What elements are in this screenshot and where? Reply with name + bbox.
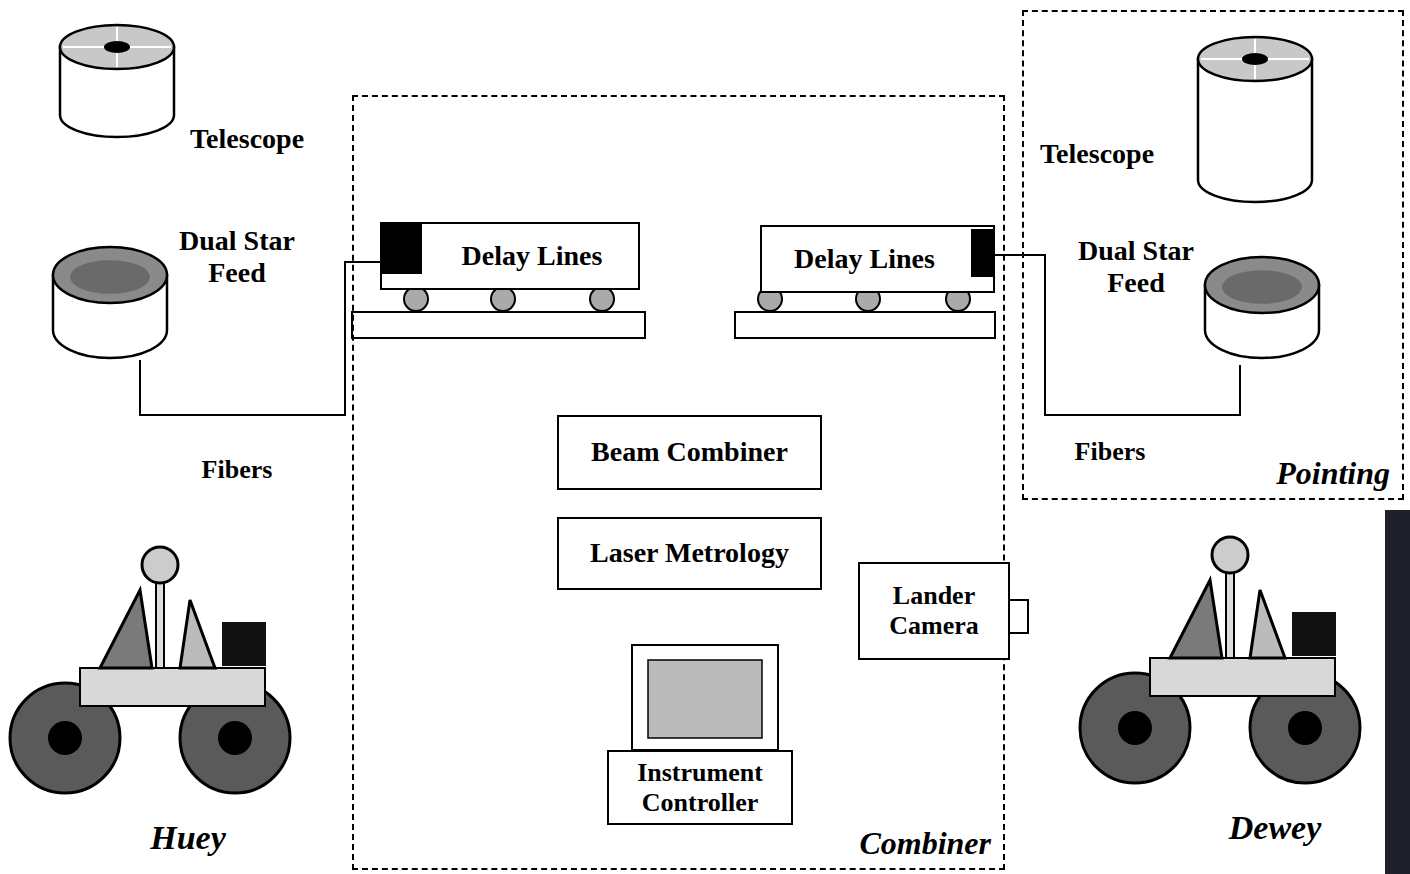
controller-box: Instrument Controller (607, 750, 793, 825)
delay-line-box: Delay Lines (760, 225, 995, 293)
node-text: Beam Combiner (585, 436, 794, 468)
component-box: Laser Metrology (557, 517, 822, 590)
node-text: Delay Lines (456, 240, 609, 272)
region-box: Combiner Delay Lines Delay LinesBeam Combi… (352, 95, 1005, 870)
rover-illustration (10, 547, 290, 793)
telescope-node: Telescope (1035, 14, 1320, 219)
node-text: Telescope (190, 123, 304, 155)
feed-aperture (1222, 270, 1302, 304)
node-text: Telescope (1040, 138, 1154, 170)
cart-wheel (491, 287, 515, 311)
feed-node: Dual Star Feed (45, 225, 310, 360)
rover-name: Dewey (1226, 809, 1325, 847)
camera-box: Lander Camera (858, 562, 1010, 660)
node-text: Instrument Controller (609, 758, 791, 818)
node-label: Combiner (859, 825, 991, 862)
secondary-mirror (104, 41, 130, 53)
component-box: Beam Combiner (557, 415, 822, 490)
cylinder-top (53, 247, 167, 303)
fiber-connector (382, 224, 422, 274)
region-label: Combiner (859, 825, 991, 862)
node-label: Dual Star Feed (1070, 235, 1202, 299)
fiber-connector (971, 229, 993, 277)
node-label: Delay Lines (794, 243, 935, 275)
node-label: Dual Star Feed (167, 225, 307, 289)
monitor (632, 645, 778, 750)
feed-aperture (70, 260, 150, 294)
edge-label: Fibers (199, 455, 276, 485)
node-label: Telescope (1040, 138, 1154, 170)
feed-node: Dual Star Feed (1070, 230, 1325, 365)
node-text: Dual Star Feed (167, 225, 307, 289)
rover-name: Huey (147, 819, 229, 857)
node-label: Pointing (1276, 455, 1390, 492)
delay-line-track (735, 312, 995, 338)
node-text: Delay Lines (788, 243, 941, 275)
monitor-screen (648, 660, 762, 738)
node-label: Lander Camera (866, 581, 1002, 641)
rover-illustration (1080, 537, 1360, 783)
delay-line-box: Delay Lines (380, 222, 640, 290)
camera-lens (1008, 600, 1028, 633)
delay-line-track (352, 312, 645, 338)
photo-fragment (1385, 510, 1410, 874)
node-label: Telescope (190, 123, 304, 155)
cylinder-top (60, 25, 174, 69)
node-label: Laser Metrology (590, 537, 789, 569)
secondary-mirror (1242, 53, 1268, 65)
cylinder-outline (1035, 14, 1320, 219)
cylinder-top (1205, 257, 1319, 313)
region-label: Pointing (1276, 455, 1390, 492)
cylinder-top (1198, 37, 1312, 81)
cart-wheel (404, 287, 428, 311)
edge-label: Fibers (1072, 437, 1149, 467)
telescope-node: Telescope (55, 5, 325, 165)
node-label: Instrument Controller (615, 758, 785, 818)
cart-wheel (590, 287, 614, 311)
node-text: Lander Camera (860, 581, 1008, 641)
region-box: Pointing TelescopeDual Star Feed (1022, 10, 1404, 500)
node-label: Beam Combiner (591, 436, 788, 468)
node-text: Laser Metrology (584, 537, 795, 569)
node-label: Delay Lines (462, 240, 603, 272)
node-text: Dual Star Feed (1070, 235, 1202, 299)
